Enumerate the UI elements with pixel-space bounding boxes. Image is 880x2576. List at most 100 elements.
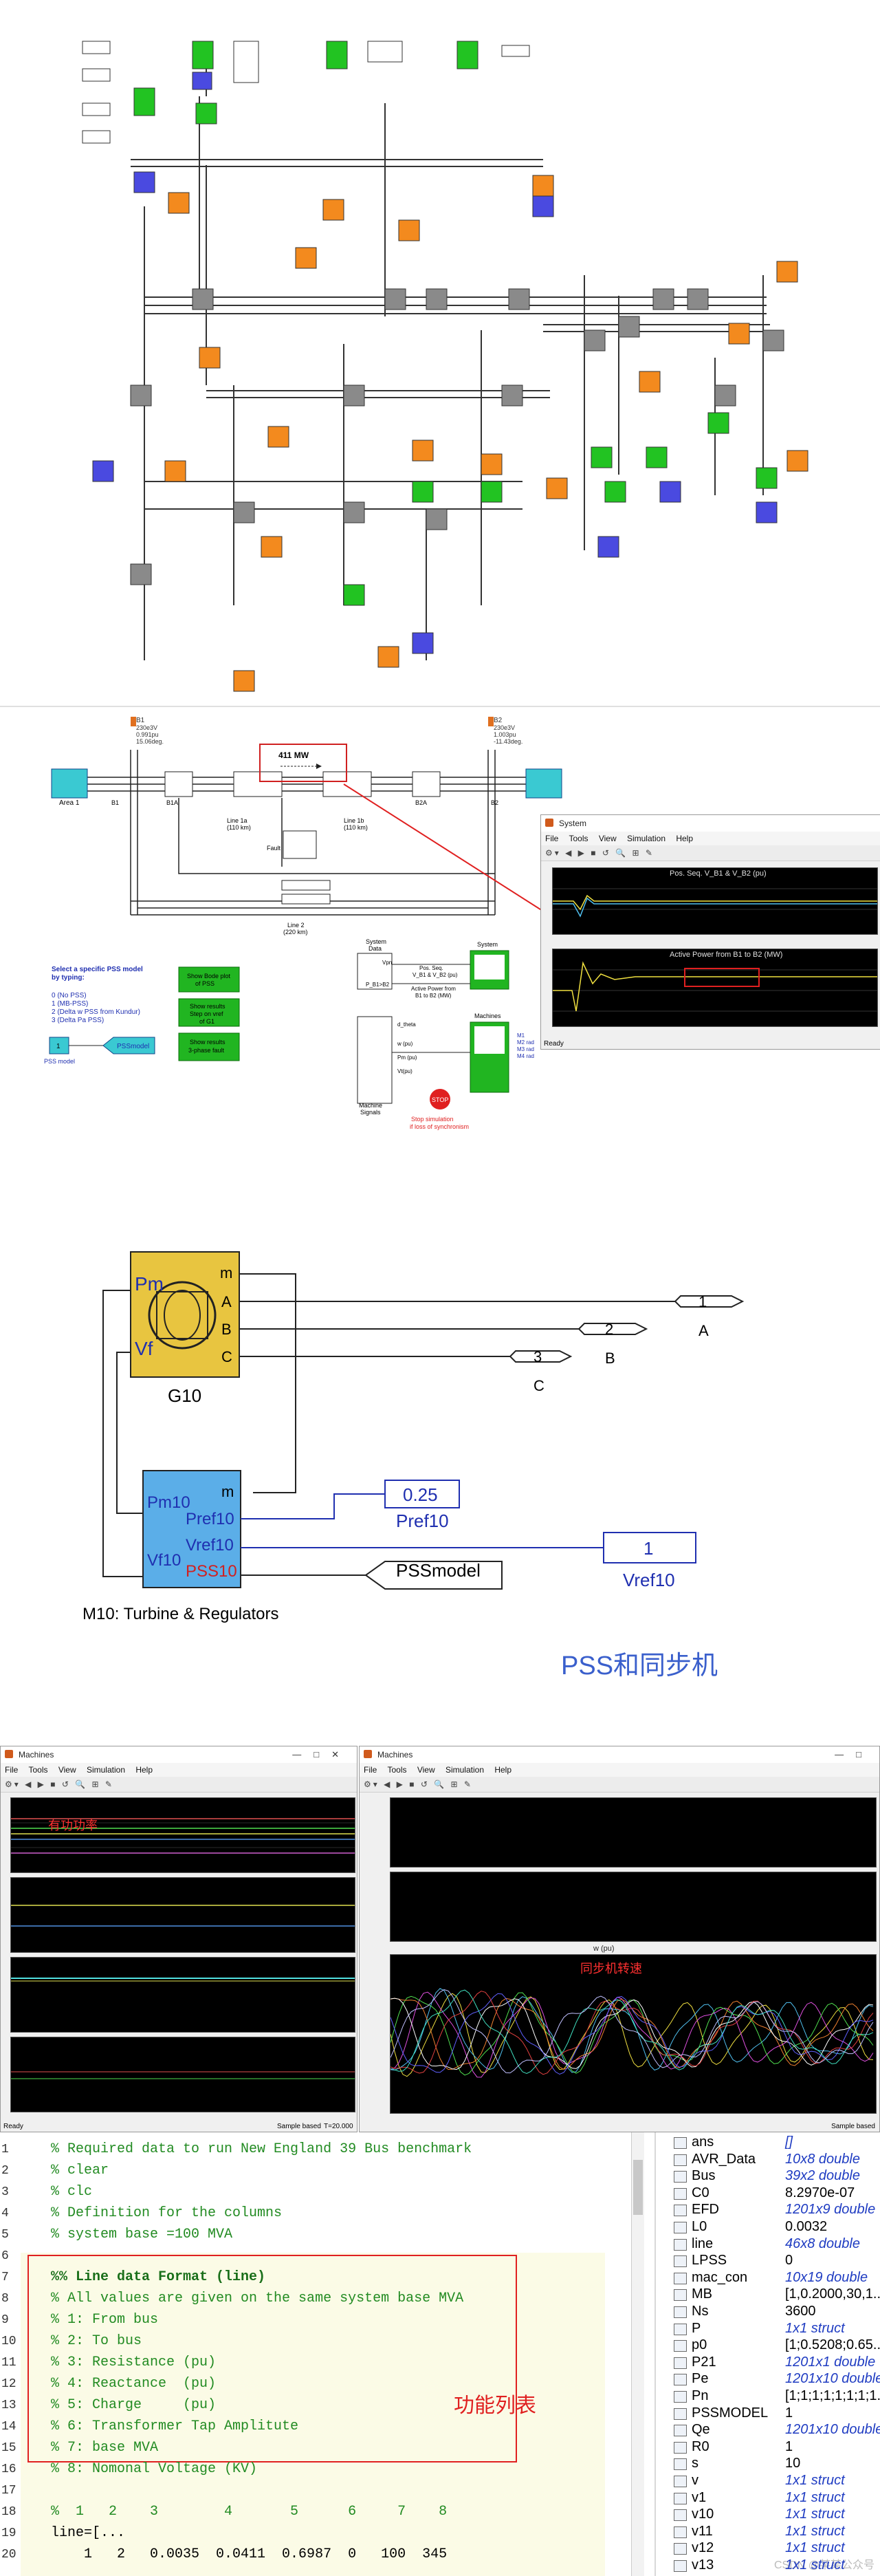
svg-text:Stop simulation: Stop simulation — [411, 1116, 454, 1123]
right-plot-speed[interactable]: 同步机转速 — [390, 1954, 877, 2114]
workspace-variable[interactable]: ans[] — [667, 2134, 880, 2151]
menu-tools[interactable]: Tools — [28, 1765, 48, 1775]
code-editor[interactable]: 功能列表 1% Required data to run New England… — [0, 2132, 630, 2576]
menu-file[interactable]: File — [5, 1765, 19, 1775]
scope-window-left[interactable]: Machines—□✕ File Tools View Simulation H… — [0, 1746, 358, 2132]
window-controls[interactable]: —□ — [835, 1749, 874, 1760]
watermark: CSDN @某某公众号 — [773, 2559, 874, 2571]
left-title-bar[interactable]: Machines—□✕ — [1, 1746, 357, 1763]
variable-value: 1x1 struct — [785, 2540, 845, 2556]
left-plot-1[interactable]: 有功功率 — [10, 1797, 355, 1873]
editor-scrollbar[interactable] — [631, 2132, 644, 2576]
right-title-bar[interactable]: Machines—□ — [360, 1746, 879, 1763]
variable-value: 1 — [785, 2405, 793, 2421]
left-toolbar[interactable]: ⚙▾ ◀ ▶ ■ ↺ 🔍 ⊞ ✎ — [1, 1777, 357, 1793]
area1-label: Area 1 — [59, 799, 80, 807]
code-line[interactable]: 7%% Line data Format (line) — [0, 2267, 626, 2288]
svg-text:d_theta: d_theta — [397, 1021, 416, 1028]
workspace-variable[interactable]: p0[1;0.5208;0.65... — [667, 2337, 880, 2354]
menu-tools[interactable]: Tools — [387, 1765, 407, 1775]
menu-help[interactable]: Help — [494, 1765, 512, 1775]
scope-title-bar[interactable]: System — [541, 815, 880, 832]
code-line[interactable]: 13% 5: Charge (pu) — [0, 2395, 626, 2416]
workspace-variable[interactable]: MB[1,0.2000,30,1... — [667, 2286, 880, 2303]
menu-file[interactable]: File — [545, 834, 559, 843]
scope-toolbar[interactable]: ⚙▾ ◀ ▶ ■ ↺ 🔍 ⊞ ✎ — [541, 845, 880, 861]
code-line[interactable]: 3% clc — [0, 2182, 626, 2202]
menu-help[interactable]: Help — [135, 1765, 153, 1775]
code-line[interactable]: 14% 6: Transformer Tap Amplitute — [0, 2416, 626, 2437]
menu-simulation[interactable]: Simulation — [86, 1765, 125, 1775]
workspace-variable[interactable]: Pn[1;1;1;1;1;1;1;1... — [667, 2388, 880, 2405]
variable-icon — [674, 2526, 687, 2538]
left-plot-3[interactable] — [10, 1957, 355, 2033]
menu-file[interactable]: File — [364, 1765, 377, 1775]
code-line[interactable]: 2% clear — [0, 2161, 626, 2181]
scope-window-system[interactable]: System File Tools View Simulation Help ⚙… — [540, 814, 880, 1050]
plot-pos-seq[interactable]: Pos. Seq. V_B1 & V_B2 (pu) — [552, 867, 878, 935]
left-plot-4[interactable] — [10, 2037, 355, 2112]
svg-text:A: A — [221, 1293, 232, 1310]
overview-diagram — [0, 0, 880, 702]
right-plot-title: w (pu) — [593, 1945, 615, 1953]
right-plot-2[interactable] — [390, 1872, 877, 1942]
menu-tools[interactable]: Tools — [569, 834, 588, 843]
code-line[interactable]: 11% 3: Resistance (pu) — [0, 2352, 626, 2373]
menu-view[interactable]: View — [417, 1765, 435, 1775]
right-plot-1[interactable] — [390, 1797, 877, 1868]
code-line[interactable]: 16% 8: Nomonal Voltage (KV) — [0, 2459, 626, 2480]
code-line[interactable]: 10% 2: To bus — [0, 2331, 626, 2352]
code-line[interactable]: 5% system base =100 MVA — [0, 2225, 626, 2245]
code-line[interactable]: 8% All values are given on the same syst… — [0, 2288, 626, 2309]
code-line[interactable]: 15% 7: base MVA — [0, 2438, 626, 2458]
left-plot-2[interactable] — [10, 1877, 355, 1953]
svg-text:of PSS: of PSS — [195, 980, 214, 987]
workspace-divider[interactable] — [654, 2132, 656, 2576]
plot-active-power[interactable]: Active Power from B1 to B2 (MW) — [552, 949, 878, 1027]
scope-window-right[interactable]: Machines—□ File Tools View Simulation He… — [359, 1746, 880, 2132]
right-toolbar[interactable]: ⚙▾ ◀ ▶ ■ ↺ 🔍 ⊞ ✎ — [360, 1777, 879, 1793]
block — [501, 385, 523, 407]
code-text: %% Line data Format (line) — [51, 2269, 266, 2285]
code-line[interactable]: 18% 1 2 3 4 5 6 7 8 — [0, 2502, 626, 2522]
code-line[interactable]: 6 — [0, 2246, 626, 2266]
menu-view[interactable]: View — [58, 1765, 76, 1775]
scrollbar-thumb[interactable] — [633, 2160, 643, 2215]
code-line[interactable]: 4% Definition for the columns — [0, 2203, 626, 2224]
menu-simulation[interactable]: Simulation — [626, 834, 666, 843]
code-line[interactable]: 1% Required data to run New England 39 B… — [0, 2139, 626, 2160]
code-line[interactable]: 20 1 2 0.0035 0.0411 0.6987 0 100 345 — [0, 2544, 626, 2565]
code-line[interactable]: 9% 1: From bus — [0, 2310, 626, 2330]
block — [82, 41, 111, 54]
menu-simulation[interactable]: Simulation — [445, 1765, 484, 1775]
menu-view[interactable]: View — [598, 834, 617, 843]
menu-help[interactable]: Help — [676, 834, 694, 843]
code-line[interactable]: 17 — [0, 2480, 626, 2501]
window-controls[interactable]: —□✕ — [292, 1749, 351, 1760]
code-line[interactable]: 12% 4: Reactance (pu) — [0, 2374, 626, 2394]
